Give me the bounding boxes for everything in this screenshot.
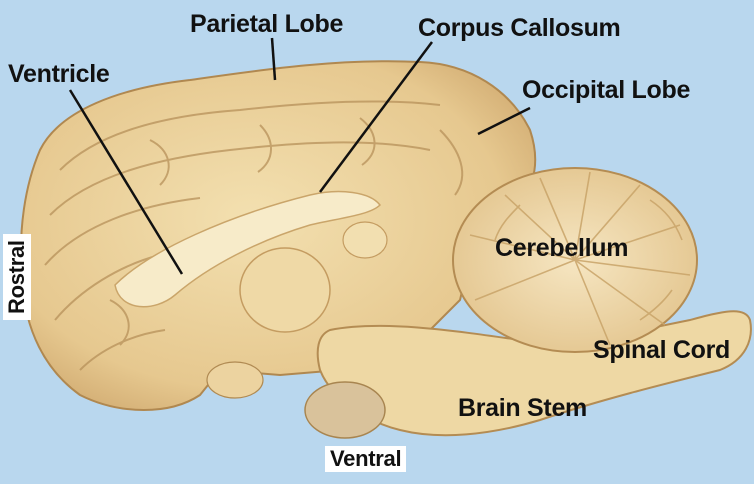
brain-stem-label: Brain Stem <box>458 394 587 422</box>
occipital-lobe-pointer <box>477 106 531 136</box>
corpus-callosum-pointer <box>318 41 434 193</box>
ventral-bulb <box>304 381 386 439</box>
gyri-folds <box>44 100 464 371</box>
thalamus-region <box>239 247 331 333</box>
spinal-cord-label: Spinal Cord <box>593 336 730 364</box>
occipital-lobe-label: Occipital Lobe <box>522 76 691 104</box>
ventral-label: Ventral <box>325 446 407 472</box>
corpus-callosum-label: Corpus Callosum <box>418 14 621 42</box>
pointer-lines <box>68 37 531 275</box>
cerebellum-tissue <box>452 167 698 353</box>
rostral-label: Rostral <box>3 234 31 320</box>
corpus-callosum-region <box>114 190 381 308</box>
parietal-lobe-label: Parietal Lobe <box>190 10 344 38</box>
parietal-lobe-pointer <box>270 37 277 81</box>
ventricle-pointer <box>68 89 184 275</box>
cerebellum-label: Cerebellum <box>495 234 629 262</box>
ventricle-label: Ventricle <box>8 60 110 88</box>
